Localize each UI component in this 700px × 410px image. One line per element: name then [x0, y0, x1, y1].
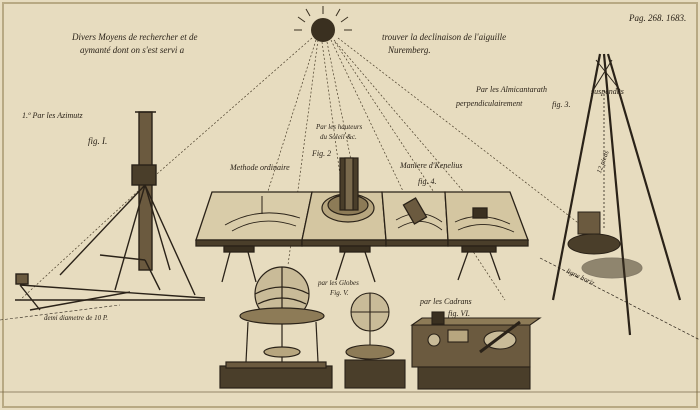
caption-almicantarath-2: perpendiculairement	[456, 99, 523, 108]
caption-azimuts: 1.º Par les Azimutz	[22, 111, 83, 120]
suspended-weight	[567, 211, 643, 279]
caption-cadrans: par les Cadrans	[420, 297, 472, 306]
page-reference: Pag. 268. 1683.	[629, 13, 687, 23]
title-line1-right: trouver la declinaison de l'aiguille	[382, 32, 507, 42]
armillary-sphere	[344, 292, 406, 389]
title-line2-right: Nuremberg.	[388, 45, 431, 55]
gnomon-dial	[321, 157, 375, 223]
caption-globes-1: par les Globes	[318, 279, 359, 287]
title-line2-left: aymanté dont on s'est servi a	[80, 45, 185, 55]
caption-fig3: fig. 3.	[552, 100, 571, 109]
tripod-instrument	[551, 53, 682, 336]
radius-line	[0, 304, 121, 321]
caption-fig2: Fig. 2	[312, 149, 332, 158]
caption-methode: Methode ordinaire	[230, 163, 290, 172]
azimuth-instrument	[15, 111, 206, 311]
caption-fig1: fig. I.	[88, 136, 108, 146]
caption-demi-diametre: demi diametre de 10 P.	[44, 314, 108, 322]
caption-hauteurs-2: du Soleil &c.	[320, 133, 357, 141]
caption-suspendus: suspendus	[591, 87, 624, 96]
sun-rays	[19, 37, 591, 301]
caption-maniere: Maniere d'Kenelius	[400, 161, 463, 170]
caption-hauteurs-1: Par les hauteurs	[316, 123, 363, 131]
caption-fig6: fig. VI.	[448, 309, 470, 318]
caption-fig4: fig. 4.	[418, 177, 437, 186]
title-line1-left: Divers Moyens de rechercher et de	[72, 32, 198, 42]
caption-almicantarath-1: Par les Almicantarath	[476, 85, 547, 94]
globe-instrument	[219, 266, 333, 389]
caption-globes-2: Fig. V.	[330, 289, 349, 297]
sundials-instruments	[410, 311, 542, 390]
sun-icon	[294, 6, 352, 42]
